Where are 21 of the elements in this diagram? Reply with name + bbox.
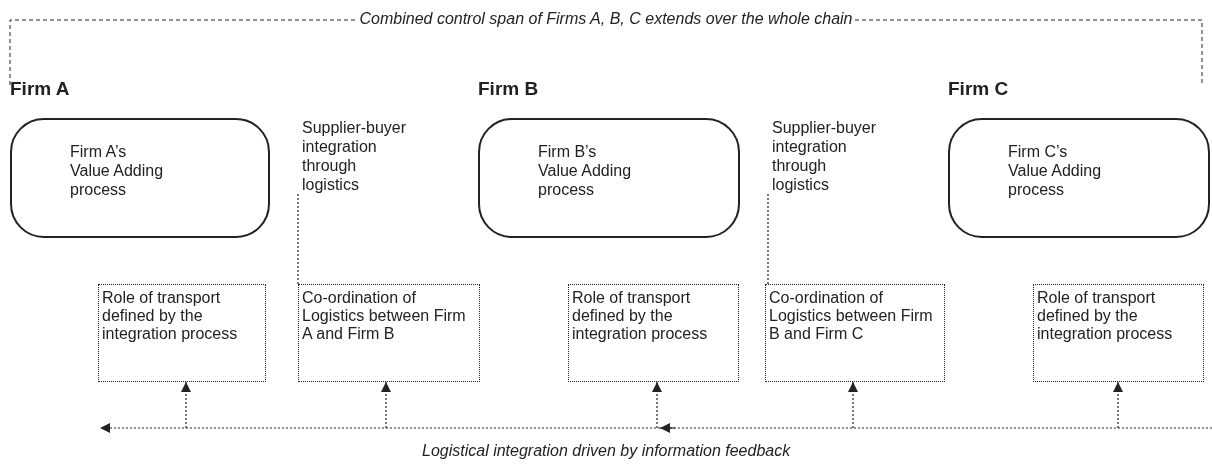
arrow xyxy=(1113,381,1123,429)
feedback-caption: Logistical integration driven by information feedback xyxy=(419,442,794,460)
dotted-box: Role of transport defined by the integration process xyxy=(568,284,739,382)
arrow xyxy=(181,381,191,429)
annotation-text: Supplier-buyer integration through logistics xyxy=(768,118,880,194)
annotation-text: Supplier-buyer integration through logistics xyxy=(298,118,410,194)
arrow xyxy=(652,381,662,429)
dotted-box: Role of transport defined by the integration process xyxy=(98,284,266,382)
process-box: Firm A’s Value Adding process xyxy=(10,118,270,238)
process-box: Firm C’s Value Adding process xyxy=(948,118,1210,238)
dotted-box: Role of transport defined by the integration process xyxy=(1033,284,1204,382)
dotted-box: Co-ordination of Logistics between Firm A and Firm B xyxy=(298,284,480,382)
process-box: Firm B’s Value Adding process xyxy=(478,118,740,238)
firm-heading: Firm C xyxy=(948,78,1009,100)
firm-heading: Firm B xyxy=(478,78,539,100)
dotted-box: Co-ordination of Logistics between Firm B and Firm C xyxy=(765,284,945,382)
arrow xyxy=(381,381,391,429)
arrow xyxy=(848,381,858,429)
firm-heading: Firm A xyxy=(10,78,70,100)
leader-line xyxy=(767,193,769,285)
leader-line xyxy=(297,193,299,285)
